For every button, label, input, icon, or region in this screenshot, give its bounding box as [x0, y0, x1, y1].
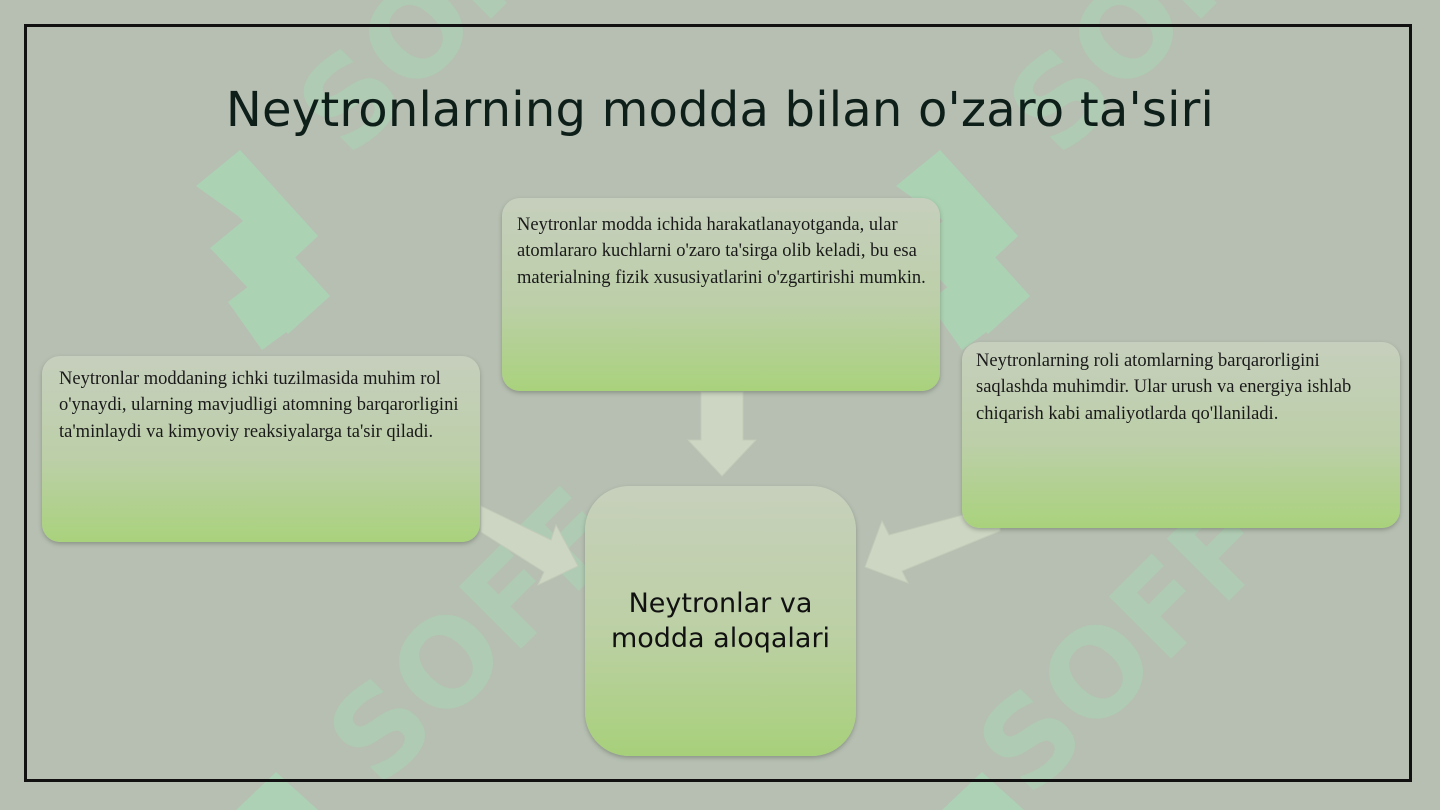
node-right-text: Neytronlarning roli atomlarning barqaror… — [976, 351, 1352, 424]
arrow-right-to-center — [864, 504, 1001, 584]
node-right-box: Neytronlarning roli atomlarning barqaror… — [962, 342, 1400, 528]
center-node-box: Neytronlar va modda aloqalari — [585, 486, 856, 756]
slide-title: Neytronlarning modda bilan o'zaro ta'sir… — [225, 82, 1215, 138]
arrow-top-to-center — [686, 391, 758, 477]
node-left-box: Neytronlar moddaning ichki tuzilmasida m… — [42, 356, 480, 542]
center-node-label: Neytronlar va modda aloqalari — [610, 587, 831, 654]
node-top-box: Neytronlar modda ichida harakatlanayotga… — [502, 198, 940, 391]
node-left-text: Neytronlar moddaning ichki tuzilmasida m… — [59, 369, 459, 442]
node-top-text: Neytronlar modda ichida harakatlanayotga… — [517, 215, 926, 288]
slide-frame — [24, 24, 1412, 782]
arrow-left-to-center — [480, 505, 579, 587]
